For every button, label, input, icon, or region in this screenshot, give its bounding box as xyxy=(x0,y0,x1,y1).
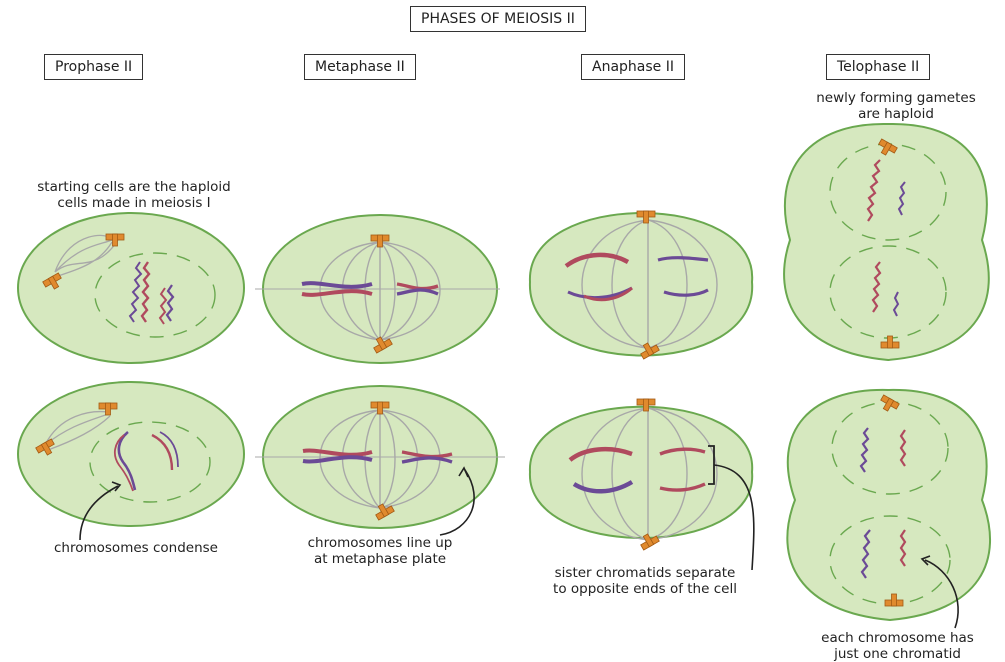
caption-line: newly forming gametes xyxy=(816,90,976,106)
cell-metaphase-bottom xyxy=(255,385,505,536)
caption-line: are haploid xyxy=(858,106,934,122)
cell-telophase-top xyxy=(783,122,990,362)
cell-telophase-bottom xyxy=(786,388,991,629)
caption-line: chromosomes line up xyxy=(307,535,453,551)
cell-anaphase-top xyxy=(528,210,754,360)
caption-line: each chromosome has xyxy=(821,630,974,646)
caption-prophase-top: starting cells are the haploid cells mad… xyxy=(0,179,268,211)
caption-line: starting cells are the haploid xyxy=(37,179,231,195)
cell-metaphase-top xyxy=(255,214,500,364)
caption-line: sister chromatids separate xyxy=(554,565,736,581)
caption-line: cells made in meiosis I xyxy=(57,195,211,211)
caption-telophase-bottom: each chromosome has just one chromatid xyxy=(790,630,1005,662)
caption-line: just one chromatid xyxy=(834,646,961,662)
caption-telophase-top: newly forming gametes are haploid xyxy=(786,90,1005,122)
phase-label-telophase: Telophase II xyxy=(826,54,931,80)
phase-label-metaphase: Metaphase II xyxy=(304,54,416,80)
caption-line: to opposite ends of the cell xyxy=(553,581,737,597)
caption-line: at metaphase plate xyxy=(313,551,447,567)
diagram-title: PHASES OF MEIOSIS II xyxy=(410,6,586,32)
cell-prophase-top xyxy=(17,212,245,364)
cell-prophase-bottom xyxy=(17,381,245,541)
caption-metaphase-bottom: chromosomes line up at metaphase plate xyxy=(280,535,480,567)
phase-label-anaphase: Anaphase II xyxy=(581,54,685,80)
caption-anaphase-bottom: sister chromatids separate to opposite e… xyxy=(510,565,780,597)
cell-anaphase-bottom xyxy=(528,398,755,571)
phase-label-prophase: Prophase II xyxy=(44,54,144,80)
caption-prophase-bottom: chromosomes condense xyxy=(54,540,218,556)
